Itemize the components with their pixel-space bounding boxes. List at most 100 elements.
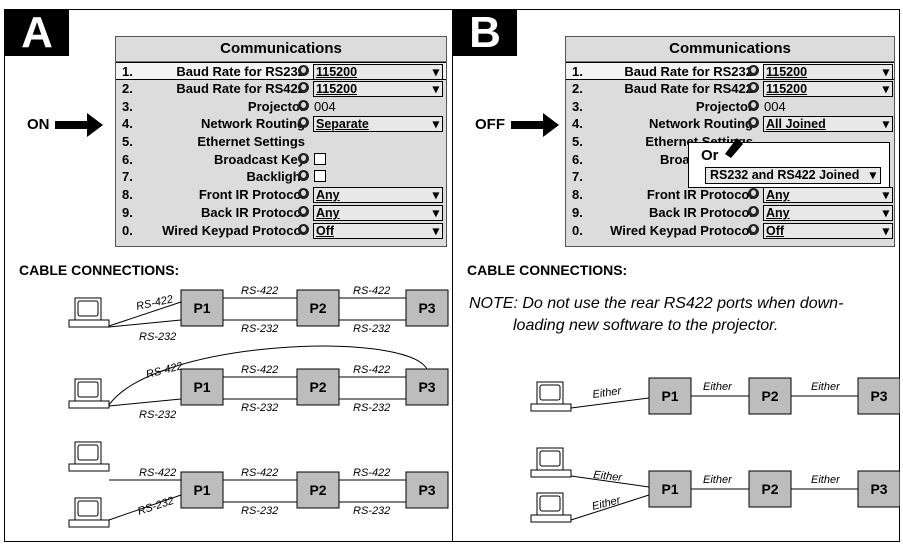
row-label: Baud Rate for RS422: [624, 81, 753, 96]
broadcast-key-checkbox[interactable]: [314, 152, 326, 165]
projector-value[interactable]: 004: [764, 98, 786, 114]
menu-row-broadcast-key[interactable]: 6. Broadcast Key: [116, 151, 446, 169]
baud-rs422-dropdown[interactable]: 115200: [763, 81, 893, 97]
projector-node: [180, 368, 224, 406]
cable-label: RS-422: [241, 364, 278, 376]
globe-icon: [298, 152, 309, 164]
row-label: Front IR Protocol: [198, 187, 305, 203]
globe-icon: [298, 188, 309, 200]
cable-line: [108, 319, 182, 328]
projector-node-label: P2: [761, 388, 778, 404]
cable-label: RS-232: [241, 402, 278, 414]
computer-base: [68, 400, 110, 409]
rs232-rs422-joined-option[interactable]: RS232 and RS422 Joined: [705, 167, 881, 184]
menu-row-projector[interactable]: 3. Projector 004: [566, 98, 894, 116]
row-number: 2.: [572, 81, 583, 96]
wired-keypad-dropdown[interactable]: Off: [313, 222, 443, 239]
menu-row-wired-keypad[interactable]: 0. Wired Keypad Protocol Off: [566, 222, 894, 240]
row-label: Baud Rate for RS232: [176, 64, 305, 79]
menu-row-baud-rs232[interactable]: 1. Baud Rate for RS232 115200: [116, 62, 446, 80]
row-number: 7.: [572, 169, 583, 185]
projector-node-label: P3: [870, 481, 887, 497]
computer-screen: [539, 384, 561, 401]
cable-label: RS-422: [353, 364, 390, 376]
computer-screen: [539, 450, 561, 467]
row-number: 9.: [572, 204, 583, 220]
cable-label: Either: [591, 494, 623, 513]
menu-row-baud-rs422[interactable]: 2. Baud Rate for RS422 115200: [116, 80, 446, 98]
row-label: Network Routing: [201, 116, 305, 132]
computer-base: [530, 514, 572, 523]
communications-menu-a: Communications 1. Baud Rate for RS232 11…: [115, 36, 447, 247]
projector-node-label: P2: [761, 481, 778, 497]
menu-row-network-routing[interactable]: 4. Network Routing All Joined: [566, 115, 894, 133]
menu-row-back-ir[interactable]: 9. Back IR Protocol Any: [116, 204, 446, 222]
baud-rs232-dropdown[interactable]: 115200: [763, 64, 893, 80]
menu-row-network-routing[interactable]: 4. Network Routing Separate: [116, 115, 446, 133]
right-arrow-icon: [55, 113, 103, 137]
network-routing-popup: Or RS232 and RS422 Joined: [688, 142, 890, 188]
cable-label: Either: [811, 381, 841, 393]
row-number: 5.: [122, 134, 133, 150]
menu-row-front-ir[interactable]: 8. Front IR Protocol Any: [566, 186, 894, 204]
cable-label: RS-232: [241, 323, 278, 335]
globe-icon: [748, 65, 759, 76]
menu-row-projector[interactable]: 3. Projector 004: [116, 98, 446, 116]
row-label: Baud Rate for RS422: [176, 81, 305, 96]
note-line-1: NOTE: Do not use the rear RS422 ports wh…: [469, 295, 844, 312]
row-number: 0.: [572, 222, 583, 238]
menu-row-baud-rs232[interactable]: 1. Baud Rate for RS232 115200: [566, 62, 894, 80]
computer-base: [530, 469, 572, 478]
row-label: Wired Keypad Protocol: [610, 222, 753, 238]
projector-node: [857, 377, 900, 415]
globe-icon: [748, 205, 759, 217]
cable-line: [570, 397, 650, 409]
projector-node: [180, 289, 224, 327]
globe-icon: [748, 99, 759, 111]
row-label: Backlight: [246, 169, 305, 185]
projector-node-label: P3: [418, 300, 435, 316]
projector-node: [296, 368, 340, 406]
menu-row-front-ir[interactable]: 8. Front IR Protocol Any: [116, 186, 446, 204]
front-ir-dropdown[interactable]: Any: [313, 187, 443, 204]
cable-label: RS-232: [353, 505, 390, 517]
backlight-checkbox[interactable]: [314, 170, 326, 183]
projector-value[interactable]: 004: [314, 98, 336, 114]
cable-connections-heading: CABLE CONNECTIONS:: [19, 262, 180, 278]
cable-connections-heading: CABLE CONNECTIONS:: [467, 262, 628, 278]
globe-icon: [298, 170, 309, 182]
menu-row-backlight[interactable]: 7. Backlight: [116, 168, 446, 186]
panel-a-letter: A: [5, 10, 69, 56]
projector-node: [405, 289, 449, 327]
row-label: Projector: [247, 98, 305, 114]
projector-node: [180, 471, 224, 509]
wired-keypad-dropdown[interactable]: Off: [763, 222, 893, 239]
computer-screen: [77, 444, 99, 461]
projector-node: [296, 289, 340, 327]
cable-label: RS-232: [353, 323, 390, 335]
row-label: Broadcast Key: [213, 151, 305, 167]
cable-label: RS-422: [135, 293, 174, 312]
back-ir-dropdown[interactable]: Any: [763, 204, 893, 221]
network-routing-dropdown[interactable]: Separate: [313, 116, 443, 133]
globe-icon: [748, 188, 759, 200]
baud-rs422-dropdown[interactable]: 115200: [313, 81, 443, 97]
globe-icon: [298, 223, 309, 235]
cable-line: [108, 398, 182, 407]
network-routing-dropdown[interactable]: All Joined: [763, 116, 893, 133]
row-label: Wired Keypad Protocol: [162, 222, 305, 238]
panel-b: B Communications 1. Baud Rate for RS232 …: [453, 9, 900, 542]
menu-row-baud-rs422[interactable]: 2. Baud Rate for RS422 115200: [566, 80, 894, 98]
row-label: Network Routing: [649, 116, 753, 132]
cable-line: [108, 494, 182, 521]
row-number: 3.: [572, 98, 583, 114]
menu-row-ethernet[interactable]: 5. Ethernet Settings: [116, 133, 446, 151]
cable-label: Either: [592, 385, 623, 401]
cable-label: RS-232: [139, 409, 176, 421]
projector-node-label: P1: [661, 388, 678, 404]
baud-rs232-dropdown[interactable]: 115200: [313, 64, 443, 80]
menu-row-back-ir[interactable]: 9. Back IR Protocol Any: [566, 204, 894, 222]
row-number: 8.: [122, 187, 133, 203]
menu-row-wired-keypad[interactable]: 0. Wired Keypad Protocol Off: [116, 222, 446, 240]
back-ir-dropdown[interactable]: Any: [313, 204, 443, 221]
